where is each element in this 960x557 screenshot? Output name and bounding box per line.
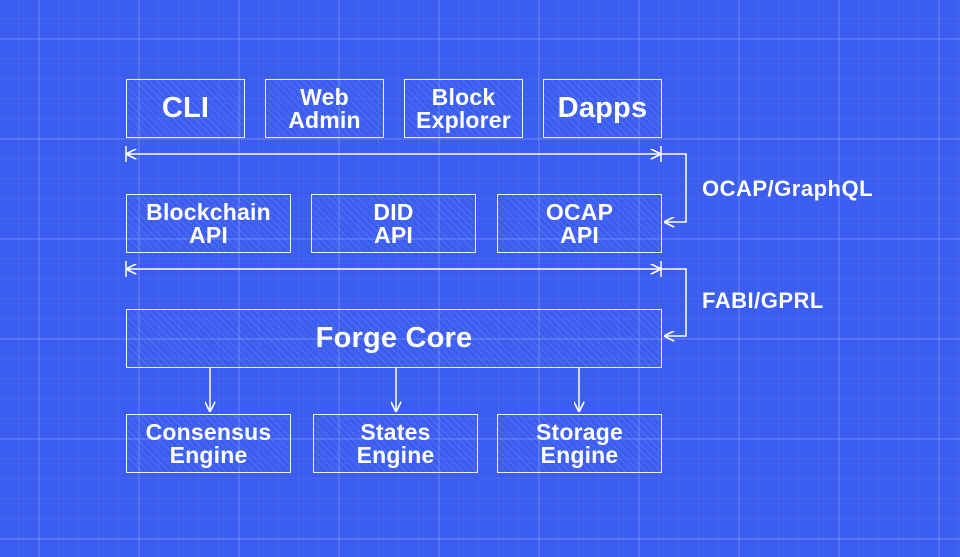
dapps-box: Dapps — [543, 79, 662, 138]
did-api-box: DID API — [311, 194, 476, 253]
ocap-graphql-label: OCAP/GraphQL — [702, 176, 874, 201]
states-engine-box: States Engine — [313, 414, 478, 473]
forge-core-label: Forge Core — [315, 322, 473, 354]
states-engine-label: States Engine — [356, 418, 435, 468]
web-admin-box: Web Admin — [265, 79, 384, 138]
web-admin-label: Web Admin — [288, 83, 361, 133]
ocap-api-label: OCAP API — [545, 198, 614, 248]
ocap-graphql-bracket — [661, 153, 687, 222]
fabi-gprl-label: FABI/GPRL — [702, 288, 824, 313]
forge-core-box: Forge Core — [126, 309, 662, 368]
cli-box: CLI — [126, 79, 245, 138]
storage-engine-box: Storage Engine — [497, 414, 662, 473]
blockchain-api-box: Blockchain API — [126, 194, 291, 253]
consensus-engine-box: Consensus Engine — [126, 414, 291, 473]
dapps-label: Dapps — [557, 92, 648, 124]
ocap-api-box: OCAP API — [497, 194, 662, 253]
block-explorer-label: Block Explorer — [416, 83, 511, 133]
blockchain-api-label: Blockchain API — [146, 198, 271, 248]
fabi-gprl-bracket — [661, 268, 687, 336]
block-explorer-box: Block Explorer — [404, 79, 523, 138]
consensus-engine-label: Consensus Engine — [145, 418, 272, 468]
storage-engine-label: Storage Engine — [535, 418, 624, 468]
cli-label: CLI — [161, 92, 210, 124]
did-api-label: DID API — [373, 198, 414, 248]
